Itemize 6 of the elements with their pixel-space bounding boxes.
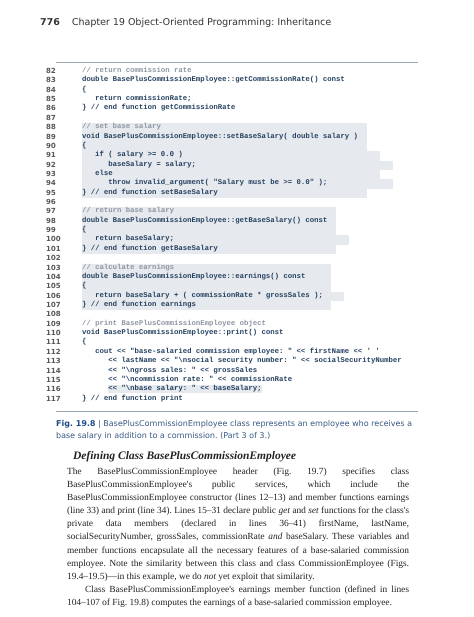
body-paragraph: The BasePlusCommissionEmployee header (Fig. 19.7) specifies class BasePlusCommissionEmployee's public services, which include the BasePlusCommissionEmployee constructor (lines 12–13) and member functions earnings (line 33) and print (line 34). Lines 15–31 declare public get and set functions for the class's private data members (declared in lines 36–41) firstName, lastName, socialSecurityNumber, grossSales, commissionRate and baseSalary. These variables and member functions encapsulate all the necessary features of a base-salaried commission employee. Note the similarity between this class and class CommissionEmployee (Figs. 19.4–19.5)—in this example, we do not yet exploit that similarity. [67, 466, 409, 584]
section-heading: Defining Class BasePlusCommissionEmployee [73, 450, 296, 462]
page-number: 776 [40, 17, 60, 28]
figure-caption: Fig. 19.8 | BasePlusCommissionEmployee class represents an employee who receives a base salary in addition to a commission. (Part 3 of 3.) [56, 418, 414, 442]
body-paragraph: Class BasePlusCommissionEmployee's earnings member function (defined in lines 104–107 of Fig. 19.8) computes the earnings of a base-salaried commission employee. [67, 584, 409, 610]
running-header: Chapter 19 Object-Oriented Programming: Inheritance [72, 17, 332, 28]
